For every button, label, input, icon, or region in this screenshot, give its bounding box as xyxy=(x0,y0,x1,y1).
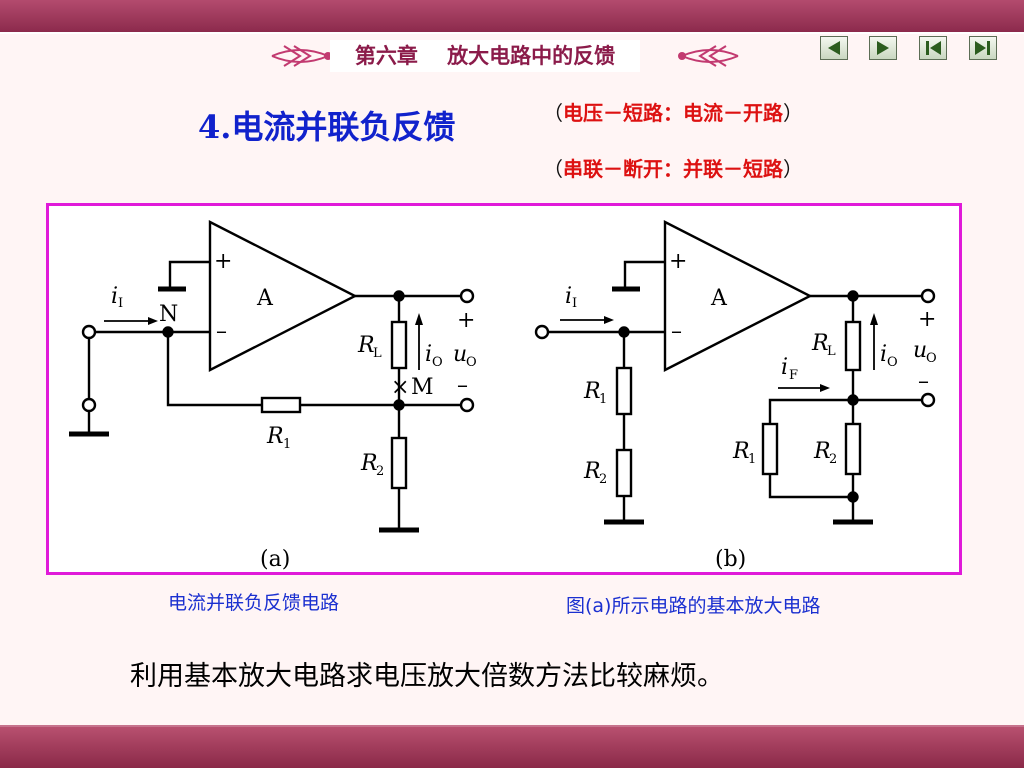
heading-text: 电流并联负反馈 xyxy=(231,108,456,146)
out-minus-b: – xyxy=(918,369,929,394)
ii-label-b: i xyxy=(565,284,572,309)
resistor-r2-b-right xyxy=(844,422,862,476)
note-line-2: （串联－断开：并联－短路） xyxy=(543,157,803,181)
resistor-rl-b xyxy=(844,320,862,372)
if-sub-b: F xyxy=(789,368,798,383)
rl-sub-a: L xyxy=(373,346,382,361)
ii-label-a: i xyxy=(111,284,118,309)
r1-label-b-left: R xyxy=(583,379,601,404)
io-label-b: i xyxy=(880,342,887,367)
circuit-a xyxy=(69,220,475,533)
r2-label-b-left: R xyxy=(583,459,601,484)
node-n: N xyxy=(159,302,178,327)
amp-label-b: A xyxy=(710,286,728,311)
uo-label-a: u xyxy=(453,342,467,367)
r2-sub-a: 2 xyxy=(376,464,384,479)
resistor-r1-b-left xyxy=(615,366,633,416)
heading-number: 4. xyxy=(198,108,232,146)
first-button[interactable] xyxy=(919,36,947,60)
r1-label-a: R xyxy=(266,424,284,449)
r2-label-b-right: R xyxy=(813,439,831,464)
label-b: (b) xyxy=(715,547,746,572)
r2-label-a: R xyxy=(360,451,378,476)
ornament-icon xyxy=(271,45,739,67)
resistor-r1-a xyxy=(260,396,302,414)
caption-a: 电流并联负反馈电路 xyxy=(168,592,340,614)
plus-b: + xyxy=(669,249,687,274)
if-label-b: i xyxy=(781,355,788,380)
bottom-band-line xyxy=(0,725,1024,727)
circuit-b xyxy=(534,220,936,525)
r1-sub-b-left: 1 xyxy=(599,392,607,407)
amp-label-a: A xyxy=(256,286,274,311)
circuit-figure: A + – i I N R L i O u O + – × M R 1 R 2 … xyxy=(46,203,962,575)
resistor-r2-a xyxy=(390,436,408,490)
rl-label-b: R xyxy=(811,331,829,356)
caption-b: 图(a)所示电路的基本放大电路 xyxy=(566,595,821,617)
uo-sub-a: O xyxy=(466,355,477,370)
note-text-1: 电压－短路：电流－开路 xyxy=(563,101,783,125)
plus-a: + xyxy=(214,249,232,274)
resistor-r2-b-left xyxy=(615,448,633,498)
circuit-diagram: A + – i I N R L i O u O + – × M R 1 R 2 … xyxy=(69,220,937,572)
first-icon xyxy=(926,41,941,55)
bottom-text: 利用基本放大电路求电压放大倍数方法比较麻烦。 xyxy=(130,661,724,692)
r2-sub-b-right: 2 xyxy=(829,452,837,467)
io-label-a: i xyxy=(425,342,432,367)
section-heading: 4.电流并联负反馈 xyxy=(198,102,455,148)
top-band xyxy=(0,0,1024,32)
resistor-r1-b-right xyxy=(761,422,779,476)
opamp-a xyxy=(208,220,358,372)
opamp-b xyxy=(663,220,813,372)
bottom-band xyxy=(0,727,1024,768)
uo-sub-b: O xyxy=(926,351,937,366)
next-button[interactable] xyxy=(869,36,897,60)
cross-mark: × xyxy=(391,375,409,400)
minus-a: – xyxy=(216,319,227,344)
ii-sub-a: I xyxy=(118,296,123,311)
ii-sub-b: I xyxy=(572,296,577,311)
io-sub-b: O xyxy=(887,355,898,370)
resistor-rl-a xyxy=(390,320,408,370)
chapter-title: 第六章 放大电路中的反馈 xyxy=(330,40,640,72)
note-text-2: 串联－断开：并联－短路 xyxy=(563,157,783,181)
out-plus-b: + xyxy=(918,307,936,332)
chapter-banner: 第六章 放大电路中的反馈 xyxy=(270,36,740,76)
minus-b: – xyxy=(671,319,682,344)
io-sub-a: O xyxy=(432,355,443,370)
uo-label-b: u xyxy=(913,338,927,363)
prev-button[interactable] xyxy=(820,36,848,60)
r1-sub-a: 1 xyxy=(283,437,291,452)
last-button[interactable] xyxy=(969,36,997,60)
node-m: M xyxy=(411,375,434,400)
last-icon xyxy=(975,41,990,55)
out-plus-a: + xyxy=(457,308,475,333)
note-line-1: （电压－短路：电流－开路） xyxy=(543,101,803,125)
label-a: (a) xyxy=(260,547,290,572)
rl-label-a: R xyxy=(357,333,375,358)
out-minus-a: – xyxy=(457,373,468,398)
top-band-line xyxy=(0,32,1024,34)
next-icon xyxy=(877,41,889,55)
r2-sub-b-left: 2 xyxy=(599,472,607,487)
prev-icon xyxy=(828,41,840,55)
rl-sub-b: L xyxy=(827,344,836,359)
r1-label-b-right: R xyxy=(732,439,750,464)
r1-sub-b-right: 1 xyxy=(748,452,756,467)
